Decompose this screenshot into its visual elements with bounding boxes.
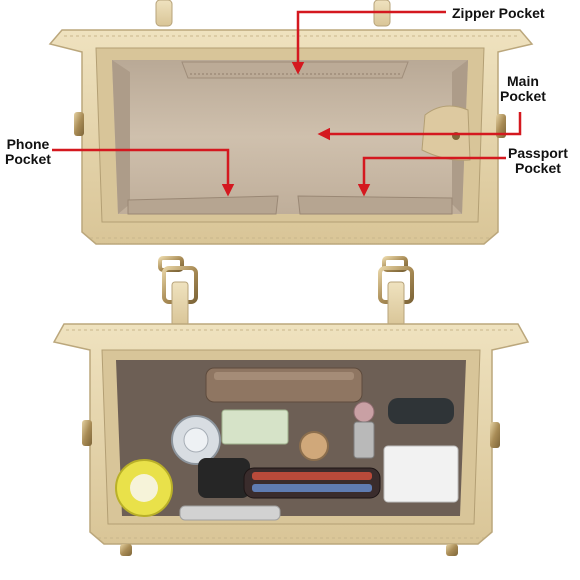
bottom-bag [52,256,530,556]
arrow-main-pocket [317,112,522,141]
passport-pocket [297,195,453,215]
phone-pocket [127,195,279,215]
label-main-line1: Main [507,73,539,89]
white-notebook [383,445,459,503]
callout-arrows [52,10,522,197]
label-passport-line2: Pocket [515,160,561,176]
sunglasses [388,398,454,424]
label-phone-line2: Pocket [5,151,51,167]
arrow-passport-pocket [357,156,506,197]
black-case [198,458,250,498]
compact-mirror [299,431,329,461]
top-bag [48,0,534,245]
arrow-phone-pocket [52,148,235,197]
label-main-pocket: Main Pocket [500,74,546,104]
lining-top [112,60,468,214]
label-passport-line1: Passport [508,145,568,161]
lipstick-cap [353,401,375,423]
label-zipper-pocket: Zipper Pocket [452,6,545,21]
phone-silver [179,505,281,521]
zipper-pocket [181,61,409,79]
label-phone-pocket: Phone Pocket [5,137,51,167]
card-box [221,409,289,445]
label-zipper-pocket-text: Zipper Pocket [452,5,545,21]
handle-left-top [155,0,173,27]
label-phone-line1: Phone [6,136,50,152]
label-passport-pocket: Passport Pocket [508,146,568,176]
label-main-line2: Pocket [500,88,546,104]
lipstick [353,421,375,459]
arrow-zipper-pocket [291,10,446,75]
